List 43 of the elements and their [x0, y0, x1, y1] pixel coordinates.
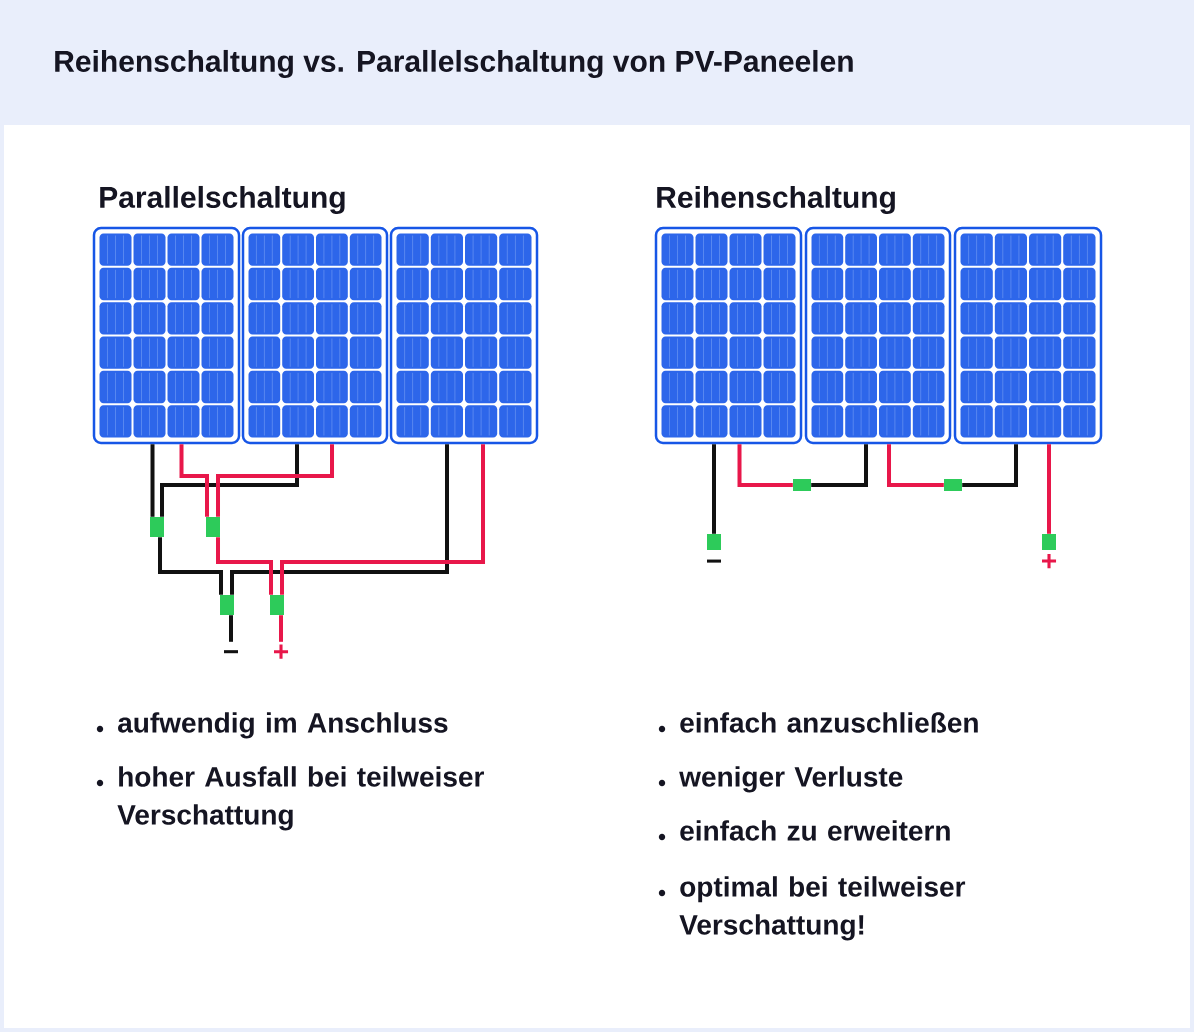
wire	[962, 444, 1018, 487]
solar-panel-drawing	[953, 226, 1103, 445]
connector-plug	[793, 479, 811, 491]
connector-plug	[270, 595, 284, 615]
connector-plug	[707, 534, 721, 550]
connector-plug	[206, 517, 220, 537]
wire	[712, 444, 716, 534]
solar-panel-drawing	[241, 226, 389, 445]
wire	[811, 444, 868, 487]
wire	[160, 444, 299, 517]
bullet-item: einfach anzuschließen	[658, 712, 978, 733]
connector-plug	[220, 595, 234, 615]
wire	[279, 615, 283, 642]
wire	[230, 444, 449, 595]
wire	[216, 537, 273, 595]
solar-panel-drawing	[654, 226, 803, 445]
wire	[150, 444, 155, 517]
solar-panel-drawing	[804, 226, 952, 445]
bullet-item: weniger Verluste	[658, 766, 903, 793]
wire	[179, 444, 209, 517]
terminal-sign: −	[224, 650, 239, 654]
solar-panel-drawing	[92, 226, 241, 445]
wire	[158, 537, 223, 595]
solar-panel-drawing	[389, 226, 539, 445]
terminal-sign: −	[707, 559, 722, 563]
wire	[1047, 444, 1051, 534]
bullet-item: hoher Ausfall bei teilweiser Verschattung	[96, 766, 484, 831]
bullet-item: einfach zu erweitern	[658, 820, 950, 841]
terminal-sign: +	[1042, 554, 1057, 569]
bullet-item: aufwendig im Anschluss	[96, 712, 448, 739]
wire	[216, 444, 334, 517]
title: Reihenschaltung vs. Parallelschaltung von PV-Paneelen	[55, 49, 853, 79]
wire	[229, 615, 233, 642]
section-heading: Reihenschaltung	[657, 185, 895, 215]
wire	[887, 444, 944, 487]
connector-plug	[150, 517, 164, 537]
terminal-sign: +	[274, 644, 289, 659]
connector-plug	[944, 479, 962, 491]
bullet-item: optimal bei teilweiser Verschattung!	[658, 876, 966, 941]
wire	[280, 444, 485, 595]
wire	[737, 444, 793, 487]
connector-plug	[1042, 534, 1056, 550]
section-heading: Parallelschaltung	[100, 185, 345, 215]
